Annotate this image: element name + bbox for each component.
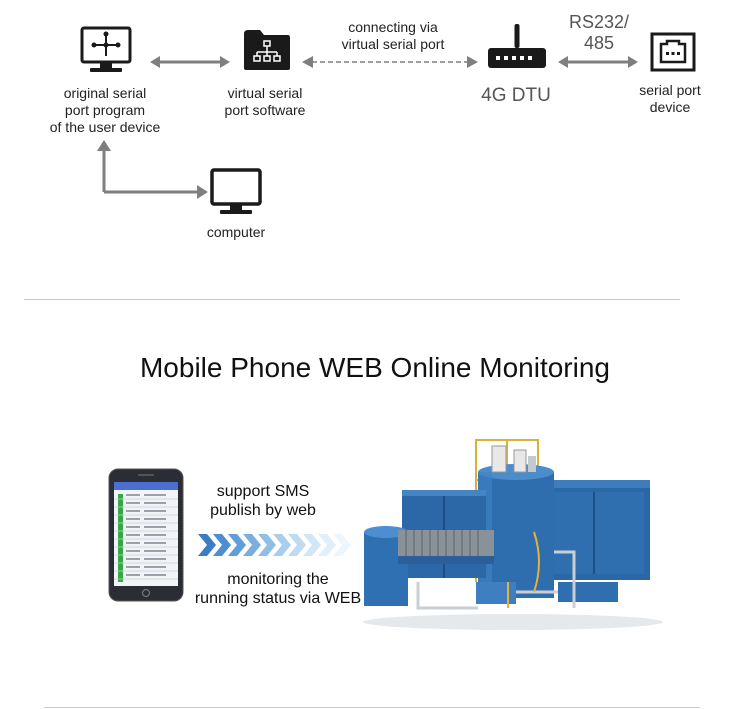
- rs-label: RS232/ 485: [568, 12, 630, 53]
- dashed-bidirectional-arrow-icon: [302, 56, 478, 68]
- elbow-arrow-icon: [97, 140, 208, 199]
- serial-port-device-icon: [650, 32, 696, 72]
- computer-label: computer: [206, 224, 266, 240]
- user-program-label: original serial port program of the user…: [49, 85, 161, 135]
- dtu-router-icon: [488, 24, 546, 68]
- computer-icon: [210, 168, 262, 214]
- chevron-flow-icon: [198, 534, 351, 556]
- support-text: support SMS publish by web: [210, 483, 316, 519]
- virtual-software-label: virtual serial port software: [224, 85, 306, 118]
- mobile-phone-icon: [108, 468, 184, 602]
- serial-device-label: serial port device: [639, 82, 701, 115]
- connection-label: connecting via virtual serial port: [341, 19, 445, 52]
- industrial-equipment-illustration: [363, 439, 663, 630]
- monitor-text: monitoring the running status via WEB: [194, 571, 362, 607]
- bottom-divider: [44, 707, 700, 708]
- program-monitor-icon: [80, 26, 132, 72]
- dtu-label: 4G DTU: [481, 85, 551, 106]
- bidirectional-arrow-icon: [150, 56, 230, 68]
- virtual-port-folder-icon: [244, 30, 290, 70]
- rs-bidirectional-arrow-icon: [558, 56, 638, 68]
- section-divider: [24, 299, 680, 300]
- section-title: Mobile Phone WEB Online Monitoring: [139, 352, 610, 383]
